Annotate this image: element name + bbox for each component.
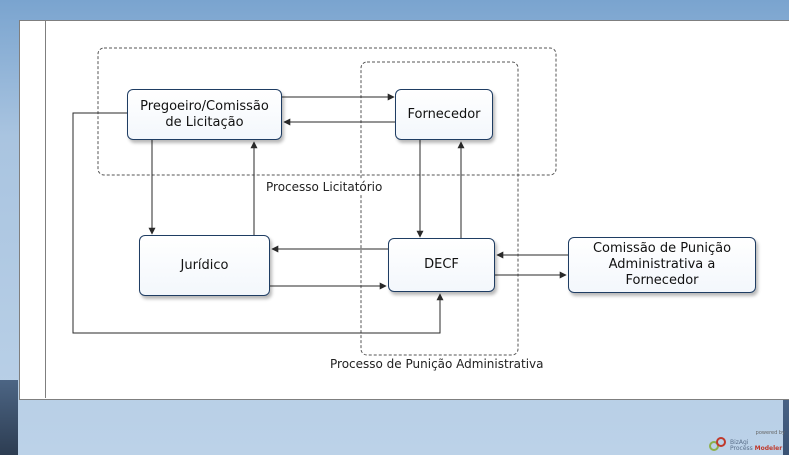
node-label: DECF	[424, 257, 459, 272]
node-pregoeiro-comissao[interactable]: Pregoeiro/Comissão de Licitação	[127, 89, 282, 140]
bizagi-mark-icon	[709, 437, 726, 451]
node-juridico[interactable]: Jurídico	[139, 235, 270, 296]
node-decf[interactable]: DECF	[388, 238, 495, 292]
edge-pregoeiro-to-decf-loop	[72, 112, 444, 334]
logo-powered-text: powered by	[755, 430, 785, 436]
lane-divider	[45, 20, 46, 398]
node-comissao-punicao[interactable]: Comissão de Punição Administrativa a For…	[568, 237, 756, 293]
node-label: Fornecedor	[407, 106, 481, 122]
node-label: Jurídico	[180, 257, 229, 273]
diagram-canvas	[19, 20, 789, 400]
node-label: Comissão de Punição Administrativa a For…	[592, 241, 732, 288]
background-decoration	[0, 380, 18, 455]
group-label-licitatorio: Processo Licitatório	[266, 180, 383, 194]
node-label: Pregoeiro/Comissão de Licitação	[140, 98, 269, 130]
logo-line2: Process Modeler	[730, 445, 783, 452]
bizagi-logo: powered by BizAgi Process Modeler	[709, 430, 787, 452]
group-label-punicao: Processo de Punição Administrativa	[330, 357, 544, 371]
logo-line1: BizAgi	[730, 439, 749, 446]
node-fornecedor[interactable]: Fornecedor	[395, 89, 493, 140]
